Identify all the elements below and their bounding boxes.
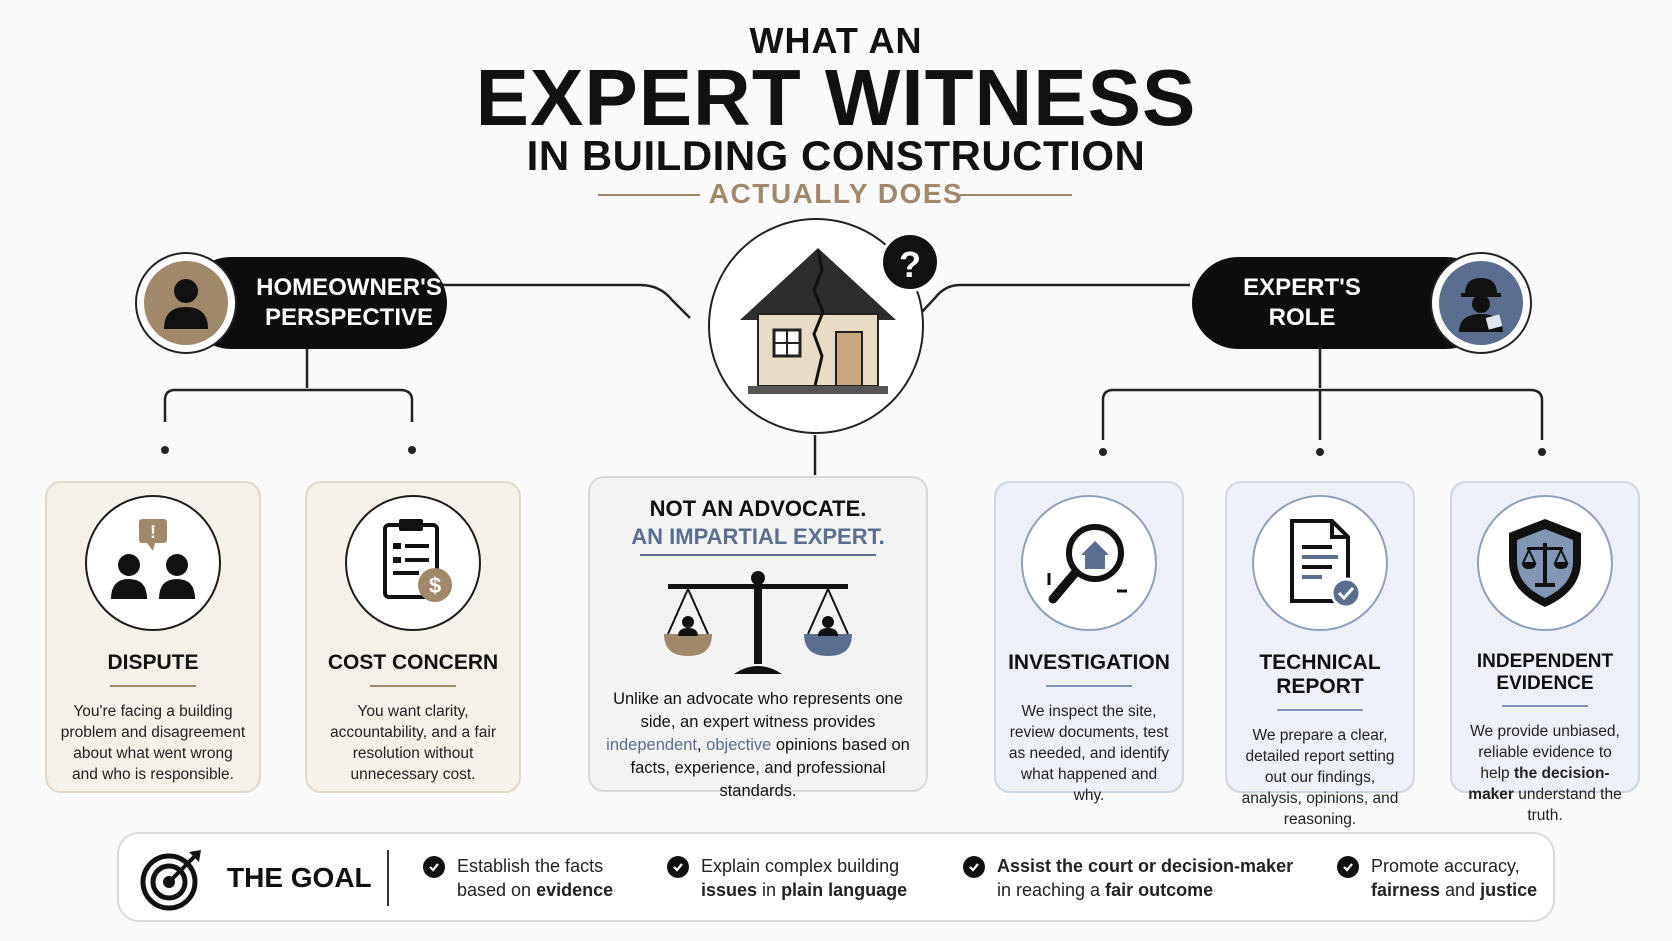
goal-text: Promote accuracy, [1371, 856, 1520, 876]
goal-text-bold: fair outcome [1105, 880, 1214, 900]
shield-scales-icon [1509, 519, 1581, 607]
target-icon [140, 850, 201, 911]
card-title: TECHNICAL REPORT [1259, 651, 1381, 698]
center-text: Unlike an advocate who represents one si… [590, 678, 926, 803]
goal-text: in [757, 880, 782, 900]
goal-text-bold: Assist the court or decision-maker [997, 856, 1294, 876]
title-rule-left [598, 194, 700, 196]
check-icon [423, 856, 445, 878]
card-text: We provide unbiased, reliable evidence t… [1452, 721, 1638, 826]
card-title: DISPUTE [107, 651, 199, 674]
card-divider [1046, 685, 1132, 687]
expert-avatar [1430, 252, 1532, 354]
dispute-icon-circle: ! [85, 495, 221, 631]
card-title: INVESTIGATION [1008, 651, 1170, 674]
center-underline [640, 554, 876, 556]
card-divider [1277, 709, 1363, 711]
goal-divider [387, 850, 389, 906]
card-title: INDEPENDENT EVIDENCE [1476, 651, 1614, 694]
technical-report-card: TECHNICAL REPORT We prepare a clear, det… [1225, 481, 1415, 828]
center-headline-2: AN IMPARTIAL EXPERT. [631, 524, 885, 549]
investigation-card: INVESTIGATION We inspect the site, revie… [994, 481, 1184, 804]
goal-item: Assist the court or decision-maker in rea… [963, 854, 1293, 902]
balance-scale-icon [664, 571, 852, 674]
center-text-highlight: objective [706, 736, 772, 754]
goal-text-bold: plain language [781, 880, 908, 900]
heading-line: ROLE [1268, 304, 1336, 331]
magnifier-house-icon [1047, 524, 1127, 604]
independent-evidence-card: INDEPENDENT EVIDENCE We provide unbiased… [1450, 481, 1640, 824]
impartial-expert-card: NOT AN ADVOCATE. AN IMPARTIAL EXPERT. Un… [588, 476, 928, 800]
card-text: You're facing a building problem and dis… [60, 703, 246, 783]
page-title: EXPERT WITNESS [475, 53, 1197, 142]
card-text-part: understand the truth. [1513, 786, 1622, 824]
goal-text-bold: fairness [1371, 880, 1441, 900]
card-text-bold: the decision-maker [1468, 765, 1610, 803]
center-text-part: opinions based on facts, experience, and… [630, 736, 910, 800]
house-circle [708, 218, 924, 434]
card-text: We prepare a clear, detailed report sett… [1241, 727, 1399, 828]
dispute-icon: ! [111, 519, 195, 599]
card-divider [370, 685, 456, 687]
homeowner-avatar [135, 252, 237, 354]
heading-line: HOMEOWNER'S [256, 274, 442, 301]
engineer-hardhat-icon [1459, 278, 1503, 332]
goal-text-bold: issues [701, 880, 758, 900]
center-headline-1: NOT AN ADVOCATE. [649, 496, 867, 521]
cracked-house-icon [740, 248, 896, 394]
evidence-icon-circle [1477, 495, 1613, 631]
card-text: You want clarity, accountability, and a … [329, 703, 496, 783]
card-text-part: We provide unbiased, reliable evidence t… [1470, 723, 1620, 782]
dispute-card: ! DISPUTE You're facing a building probl… [45, 481, 261, 793]
title-line-1: WHAT AN [749, 20, 923, 61]
person-icon [164, 279, 208, 329]
goal-text: based on [457, 880, 537, 900]
center-text-part: , [697, 736, 707, 754]
goal-text: in reaching a [997, 880, 1106, 900]
card-text: We inspect the site, review documents, t… [1008, 703, 1170, 804]
title-line-4: ACTUALLY DOES [708, 178, 964, 209]
goal-text: Establish the facts [457, 856, 604, 876]
svg-text:$: $ [429, 573, 441, 598]
goal-item: Explain complex building issues in plain … [667, 854, 907, 902]
heading-line: EXPERT'S [1243, 274, 1361, 301]
cost-icon-circle: $ [345, 495, 481, 631]
center-text-part: Unlike an advocate who represents one si… [613, 690, 903, 731]
check-icon [667, 856, 689, 878]
check-icon [963, 856, 985, 878]
check-icon [1337, 856, 1359, 878]
cost-concern-card: $ COST CONCERN You want clarity, account… [305, 481, 521, 793]
goal-text: and [1440, 880, 1481, 900]
report-icon [1290, 519, 1362, 609]
goal-text: Explain complex building [701, 856, 900, 876]
goal-item: Establish the facts based on evidence [423, 854, 613, 902]
question-mark-badge: ? [880, 232, 940, 292]
svg-text:!: ! [150, 522, 156, 542]
center-text-highlight: independent [606, 736, 697, 754]
report-icon-circle [1252, 495, 1388, 631]
title-line-3: IN BUILDING CONSTRUCTION [526, 132, 1146, 179]
goal-text-bold: evidence [536, 880, 614, 900]
investigation-icon-circle [1021, 495, 1157, 631]
homeowner-perspective-heading: HOMEOWNER'S PERSPECTIVE [185, 257, 447, 349]
goal-item: Promote accuracy, fairness and justice [1337, 854, 1537, 902]
goal-label: THE GOAL [227, 862, 372, 893]
goal-text-bold: justice [1480, 880, 1538, 900]
heading-line: PERSPECTIVE [264, 304, 434, 331]
goal-bar: THE GOAL Establish the facts based on evi… [117, 832, 1555, 922]
card-divider [1502, 705, 1588, 707]
cost-clipboard-icon: $ [383, 519, 452, 602]
card-title: COST CONCERN [327, 651, 499, 674]
card-divider [110, 685, 196, 687]
title-rule-right [960, 194, 1072, 196]
